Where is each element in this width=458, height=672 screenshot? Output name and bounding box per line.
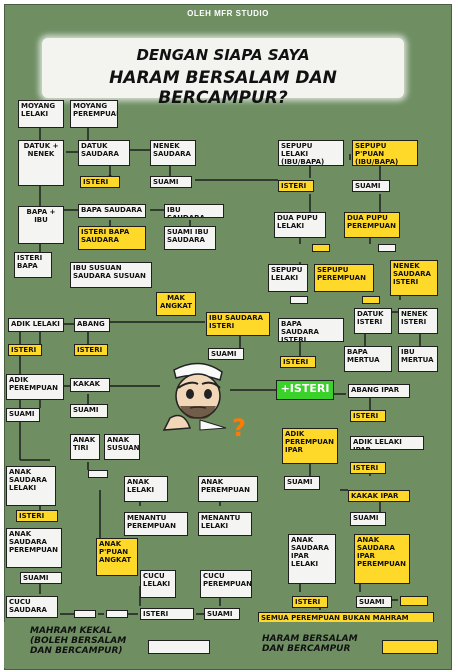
box-suami-3: SUAMI [208, 348, 244, 360]
box-menantu-lelaki: MENANTU LELAKI [198, 512, 252, 536]
box-blank-5 [88, 470, 108, 478]
box-datuk-nenek: DATUK + NENEK [18, 140, 64, 186]
box-kakak: KAKAK [70, 378, 110, 392]
box-datuk-saudara: DATUK SAUDARA [78, 140, 130, 166]
legend: MAHRAM KEKAL (BOLEH BERSALAM DAN BERCAMP… [4, 622, 450, 668]
box-adik-perempuan: ADIK PEREMPUAN [6, 374, 64, 400]
box-suami-5: SUAMI [70, 404, 108, 418]
legend-haram-text: HARAM BERSALAM DAN BERCAMPUR [262, 634, 358, 654]
box-suami-7: SUAMI [350, 512, 386, 526]
box-ibu-saudara: IBU SAUDARA [164, 204, 224, 218]
box-isteri-8: ISTERI [16, 510, 58, 522]
title-card: DENGAN SIAPA SAYA HARAM BERSALAM DAN BER… [42, 38, 404, 108]
box-mak-angkat: MAK ANGKAT [156, 292, 196, 316]
box-kakak-ipar: KAKAK IPAR [348, 490, 410, 502]
box-abang-ipar: ABANG IPAR [348, 384, 410, 398]
box-blank-4 [362, 296, 380, 304]
box-anak-saudara-ipar-lelaki: ANAK SAUDARA IPAR LELAKI [288, 534, 336, 584]
box-cucu-perempuan: CUCU PEREMPUAN [200, 570, 252, 598]
box-isteri-3: ISTERI [8, 344, 42, 356]
title-line-1: DENGAN SIAPA SAYA [136, 46, 310, 64]
box-blank-8 [400, 596, 428, 606]
box-blank-1 [312, 244, 330, 252]
legend-mahram-swatch [148, 640, 210, 654]
box-suami-4: SUAMI [6, 408, 40, 422]
box-adik-lelaki: ADIK LELAKI [8, 318, 64, 332]
box-ibu-susuan: IBU SUSUAN SAUDARA SUSUAN [70, 262, 152, 288]
box-cucu-saudara: CUCU SAUDARA [6, 596, 58, 618]
box-anak-lelaki: ANAK LELAKI [124, 476, 168, 502]
box-sepupu-pr-1: SEPUPU P'PUAN (IBU/BAPA) [352, 140, 418, 166]
box-dua-pupu-lelaki: DUA PUPU LELAKI [274, 212, 326, 238]
legend-haram-swatch [382, 640, 438, 654]
box-isteri-10: ISTERI [292, 596, 328, 608]
box-isteri-6: ISTERI [350, 410, 386, 422]
credit-text: OLEH MFR STUDIO [187, 9, 269, 18]
box-anak-saudara-perempuan: ANAK SAUDARA PEREMPUAN [6, 528, 62, 568]
box-blank-3 [290, 296, 308, 304]
thinking-man-icon [160, 362, 240, 437]
title-line-2: HARAM BERSALAM DAN BERCAMPUR? [109, 68, 337, 108]
box-dua-pupu-pr: DUA PUPU PEREMPUAN [344, 212, 400, 238]
box-moyang-perempuan: MOYANG PEREMPUAN [70, 100, 118, 128]
box-abang: ABANG [74, 318, 110, 332]
box-suami-8: SUAMI [20, 572, 62, 584]
box-suami-6: SUAMI [284, 476, 320, 490]
box-isteri-9: ISTERI [140, 608, 194, 620]
box-nenek-saudara: NENEK SAUDARA [150, 140, 196, 166]
box-bapa-saudara: BAPA SAUDARA [78, 204, 146, 218]
box-isteri-1: ISTERI [80, 176, 120, 188]
box-plus-isteri: +ISTERI [276, 380, 334, 400]
box-ibu-mertua: IBU MERTUA [398, 346, 438, 372]
box-anak-saudara-lelaki: ANAK SAUDARA LELAKI [6, 466, 56, 506]
box-isteri-7: ISTERI [350, 462, 386, 474]
box-anak-susuan: ANAK SUSUAN [104, 434, 140, 460]
question-mark-icon: ? [232, 414, 246, 442]
box-isteri-bapa-saudara: ISTERI BAPA SAUDARA [78, 226, 146, 250]
box-sepupu-pr-2: SEPUPU PEREMPUAN [314, 264, 374, 292]
box-blank-7 [106, 610, 128, 618]
box-anak-pr-angkat: ANAK P'PUAN ANGKAT [96, 538, 138, 576]
box-anak-tiri: ANAK TIRI [70, 434, 100, 460]
box-nenek-saudara-isteri: NENEK SAUDARA ISTERI [390, 260, 438, 296]
box-blank-2 [378, 244, 396, 252]
box-bapa-ibu: BAPA + IBU [18, 206, 64, 244]
box-suami-ibu-saudara: SUAMI IBU SAUDARA [164, 226, 216, 250]
box-isteri-4: ISTERI [74, 344, 108, 356]
box-suami-1: SUAMI [150, 176, 192, 188]
box-isteri-5: ISTERI [280, 356, 316, 368]
legend-mahram-text: MAHRAM KEKAL (BOLEH BERSALAM DAN BERCAMP… [30, 626, 127, 656]
box-cucu-lelaki: CUCU LELAKI [140, 570, 176, 598]
box-menantu-perempuan: MENANTU PEREMPUAN [124, 512, 188, 536]
box-anak-perempuan: ANAK PEREMPUAN [198, 476, 258, 502]
box-bapa-mertua: BAPA MERTUA [344, 346, 392, 372]
box-blank-6 [74, 610, 96, 618]
box-bapa-saudara-isteri: BAPA SAUDARA ISTERI [278, 318, 344, 342]
box-datuk-isteri: DATUK ISTERI [354, 308, 392, 334]
box-adik-pr-ipar: ADIK PEREMPUAN IPAR [282, 428, 338, 464]
box-moyang-lelaki: MOYANG LELAKI [18, 100, 64, 128]
box-adik-lelaki-ipar: ADIK LELAKI IPAR [350, 436, 424, 450]
box-sepupu-lelaki-1: SEPUPU LELAKI (IBU/BAPA) [278, 140, 344, 166]
box-anak-saudara-ipar-pr: ANAK SAUDARA IPAR PEREMPUAN [354, 534, 410, 584]
box-suami-2: SUAMI [352, 180, 390, 192]
box-ibu-saudara-isteri: IBU SAUDARA ISTERI [206, 312, 270, 336]
box-suami-9: SUAMI [204, 608, 240, 620]
box-suami-10: SUAMI [356, 596, 392, 608]
box-sepupu-lelaki-2: SEPUPU LELAKI [268, 264, 308, 292]
box-nenek-isteri: NENEK ISTERI [398, 308, 438, 334]
box-isteri-2: ISTERI [278, 180, 314, 192]
box-isteri-bapa: ISTERI BAPA [14, 252, 52, 278]
